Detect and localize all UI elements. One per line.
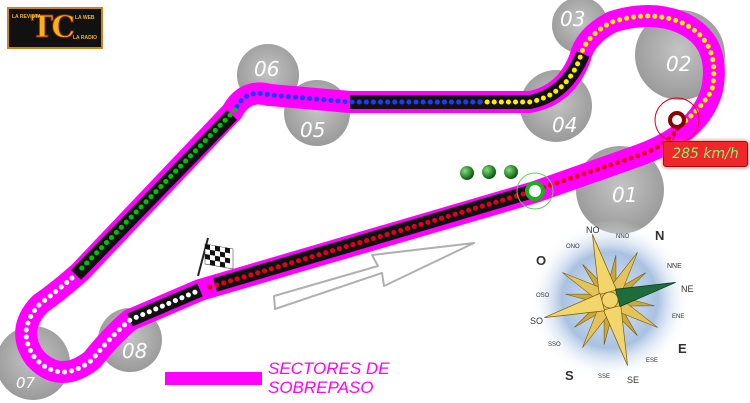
logo: TC LA REVISTA LA WEB LA RADIO xyxy=(7,7,103,49)
corner-label-04: 04 xyxy=(552,113,577,137)
compass-label-no: NO xyxy=(586,225,600,235)
compass-label-ne: NE xyxy=(681,284,694,294)
corner-label-02: 02 xyxy=(666,52,691,76)
legend-line-1: SECTORES DE xyxy=(268,359,390,378)
compass-label-ene: ENE xyxy=(672,314,684,320)
start-lights xyxy=(460,165,518,180)
legend-swatch xyxy=(165,372,262,385)
legend-label: SECTORES DE SOBREPASO xyxy=(268,359,390,397)
compass-label-sso: SSO xyxy=(548,342,561,348)
speed-trap-badge: 285 km/h xyxy=(663,141,748,167)
direction-arrow xyxy=(273,242,475,310)
sector-green xyxy=(75,107,238,275)
compass-label-ese: ESE xyxy=(646,358,658,364)
corner-label-01: 01 xyxy=(612,183,637,207)
compass-label-o: O xyxy=(536,253,546,268)
compass-label-nne: NNE xyxy=(667,263,682,270)
corner-label-03: 03 xyxy=(560,7,585,31)
corner-label-08: 08 xyxy=(122,339,147,363)
sector-yellow xyxy=(477,13,717,128)
sector-white xyxy=(23,275,203,375)
compass-label-so: SO xyxy=(530,316,543,326)
corner-label-07: 07 xyxy=(16,374,36,392)
sector-dots xyxy=(23,13,717,375)
sector-blue xyxy=(232,90,483,113)
compass-label-s: S xyxy=(565,368,574,383)
checkered-flag-icon xyxy=(197,237,234,277)
logo-top-left-text: LA REVISTA xyxy=(12,14,42,20)
corner-label-05: 05 xyxy=(300,118,325,142)
sector-red xyxy=(207,122,683,290)
logo-top-right-text: LA WEB xyxy=(75,15,95,21)
compass-label-se: SE xyxy=(627,375,639,385)
corner-label-06: 06 xyxy=(254,57,279,81)
compass-label-oso: OSO xyxy=(536,293,550,299)
logo-bottom-right-text: LA RADIO xyxy=(73,35,97,41)
compass-label-n: N xyxy=(655,228,664,243)
corner-labels: 01 02 03 04 05 06 07 08 xyxy=(16,7,691,392)
compass-rose: N NNE NE ENE E ESE SE SSE S SSO SO OSO O… xyxy=(530,220,694,385)
compass-label-nno: NNO xyxy=(616,234,630,240)
compass-label-ono: ONO xyxy=(566,244,580,250)
compass-label-sse: SSE xyxy=(598,374,610,380)
start-line-marker xyxy=(516,172,554,210)
compass-label-e: E xyxy=(678,341,687,356)
legend-line-2: SOBREPASO xyxy=(268,378,374,397)
logo-main-text: TC xyxy=(30,10,75,45)
